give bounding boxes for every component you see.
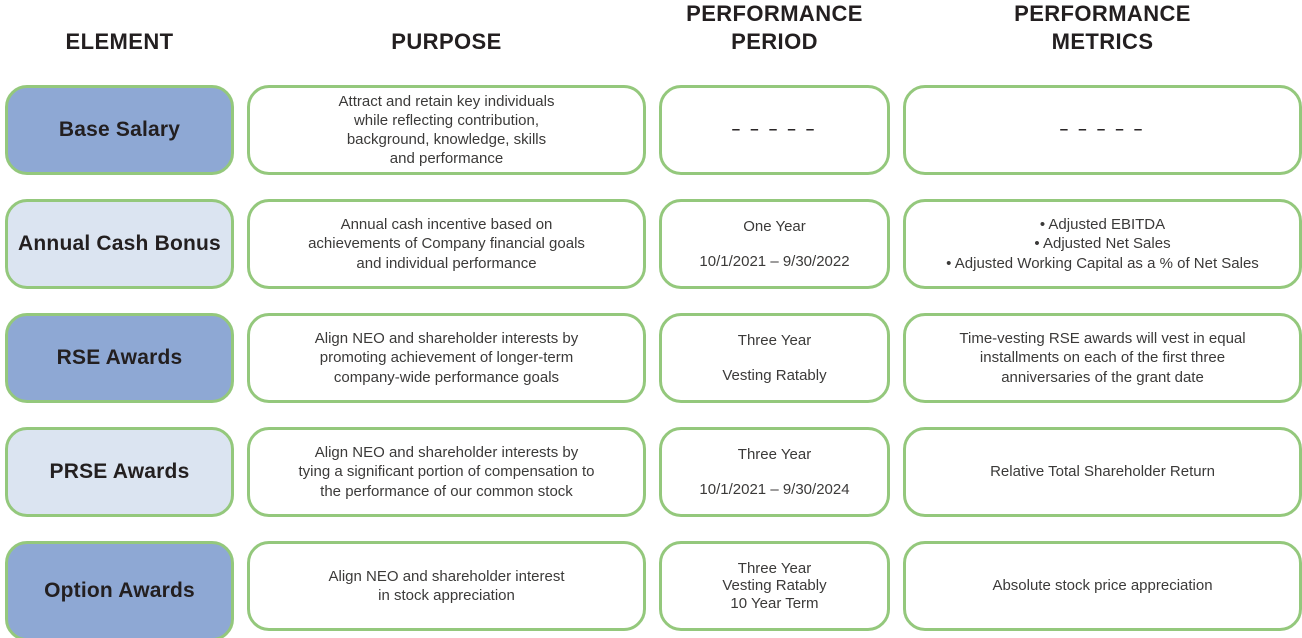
metrics-box-base-salary: – – – – –	[903, 85, 1302, 175]
purpose-text: Align NEO and shareholder interest in st…	[328, 567, 565, 604]
header-performance-metrics: PERFORMANCE METRICS	[1014, 1, 1191, 54]
table-row-prse-awards: PRSE Awards Align NEO and shareholder in…	[5, 427, 1302, 517]
table-row-annual-cash-bonus: Annual Cash Bonus Annual cash incentive …	[5, 199, 1302, 289]
element-label: PRSE Awards	[49, 460, 190, 483]
metrics-text: Time-vesting RSE awards will vest in equ…	[959, 330, 1246, 386]
purpose-text: Attract and retain key individuals while…	[338, 92, 555, 168]
element-label: Option Awards	[44, 579, 195, 602]
period-text: Three Year Vesting Ratably 10 Year Term	[722, 560, 827, 612]
metrics-box-rse-awards: Time-vesting RSE awards will vest in equ…	[903, 313, 1302, 403]
period-text: Three Year Vesting Ratably	[722, 332, 827, 384]
metrics-box-prse-awards: Relative Total Shareholder Return	[903, 427, 1302, 517]
metrics-text: Relative Total Shareholder Return	[990, 463, 1215, 481]
purpose-box-base-salary: Attract and retain key individuals while…	[247, 85, 646, 175]
period-box-prse-awards: Three Year 10/1/2021 – 9/30/2024	[659, 427, 890, 517]
metrics-text: – – – – –	[1059, 121, 1146, 139]
purpose-text: Align NEO and shareholder interests by t…	[298, 444, 595, 500]
purpose-box-rse-awards: Align NEO and shareholder interests by p…	[247, 313, 646, 403]
table-row-option-awards: Option Awards Align NEO and shareholder …	[5, 541, 1302, 638]
period-text: One Year 10/1/2021 – 9/30/2022	[699, 218, 850, 270]
purpose-box-option-awards: Align NEO and shareholder interest in st…	[247, 541, 646, 631]
element-box-prse-awards: PRSE Awards	[5, 427, 234, 517]
period-text: Three Year 10/1/2021 – 9/30/2024	[699, 446, 850, 498]
element-label: Base Salary	[58, 118, 181, 141]
element-label: Annual Cash Bonus	[18, 232, 221, 255]
period-box-rse-awards: Three Year Vesting Ratably	[659, 313, 890, 403]
element-box-base-salary: Base Salary	[5, 85, 234, 175]
purpose-box-prse-awards: Align NEO and shareholder interests by t…	[247, 427, 646, 517]
table-header-row: ELEMENT PURPOSE PERFORMANCE PERIOD PERFO…	[5, 0, 1297, 60]
element-box-annual-cash-bonus: Annual Cash Bonus	[5, 199, 234, 289]
element-box-option-awards: Option Awards	[5, 541, 234, 638]
metrics-text: Absolute stock price appreciation	[992, 577, 1213, 595]
metrics-box-option-awards: Absolute stock price appreciation	[903, 541, 1302, 631]
element-label: RSE Awards	[56, 346, 183, 369]
header-purpose: PURPOSE	[391, 28, 502, 54]
period-box-base-salary: – – – – –	[659, 85, 890, 175]
table-row-rse-awards: RSE Awards Align NEO and shareholder int…	[5, 313, 1302, 403]
metrics-box-annual-cash-bonus: • Adjusted EBITDA • Adjusted Net Sales •…	[903, 199, 1302, 289]
period-text: – – – – –	[731, 121, 818, 139]
purpose-box-annual-cash-bonus: Annual cash incentive based on achieveme…	[247, 199, 646, 289]
purpose-text: Align NEO and shareholder interests by p…	[314, 330, 579, 386]
element-box-rse-awards: RSE Awards	[5, 313, 234, 403]
table-row-base-salary: Base Salary Attract and retain key indiv…	[5, 85, 1302, 175]
period-box-option-awards: Three Year Vesting Ratably 10 Year Term	[659, 541, 890, 631]
purpose-text: Annual cash incentive based on achieveme…	[308, 216, 585, 272]
metrics-text: • Adjusted EBITDA • Adjusted Net Sales •…	[946, 216, 1259, 272]
period-box-annual-cash-bonus: One Year 10/1/2021 – 9/30/2022	[659, 199, 890, 289]
header-element: ELEMENT	[65, 28, 174, 54]
header-performance-period: PERFORMANCE PERIOD	[686, 1, 863, 54]
table-body: Base Salary Attract and retain key indiv…	[5, 85, 1302, 638]
